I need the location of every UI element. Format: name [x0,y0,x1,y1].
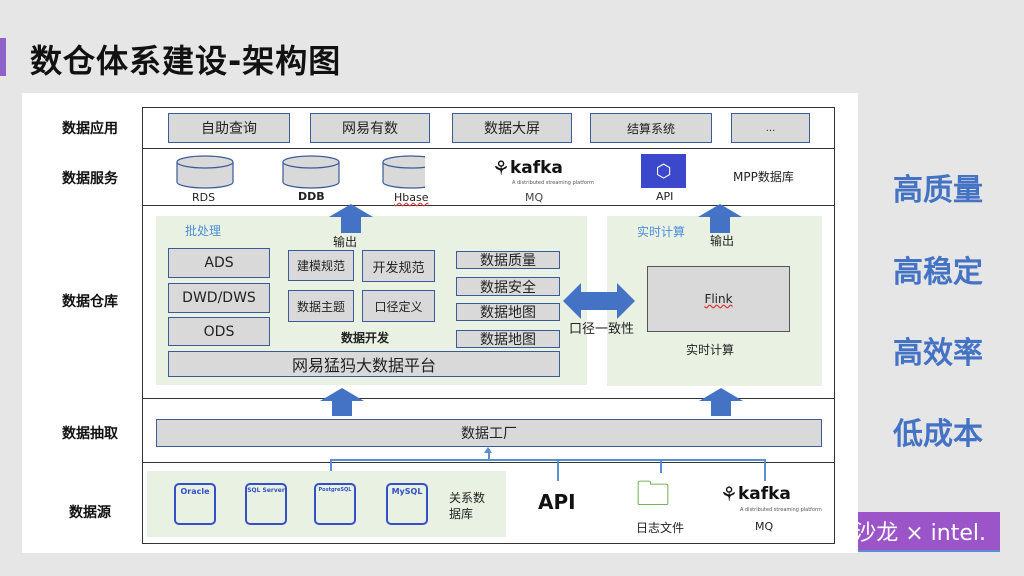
badge-text: 沙龙 × intel. [854,521,986,546]
mysql-db-icon: MySQL [386,483,428,525]
oracle-db-icon: Oracle [174,483,216,525]
dev-data-subject: 数据主题 [288,290,354,322]
kafka-icon: ⚘ [492,156,510,180]
kafka-text: kafka [509,158,563,178]
page-title: 数仓体系建设-架构图 [30,42,342,80]
data-factory: 数据工厂 [156,419,822,447]
rds-label: RDS [192,191,216,204]
kafka-source-subtitle: A distributed streaming platform [740,507,822,513]
goal-high-efficiency: 高效率 [893,336,983,371]
dev-modeling-spec: 建模规范 [288,250,354,281]
postgresql-db-icon: PostgreSQL [314,483,356,525]
kafka-subtitle: A distributed streaming platform [512,180,594,186]
mammoth-platform: 网易猛犸大数据平台 [168,351,560,377]
title-accent-bar [0,38,6,76]
app-youshu: 网易有数 [310,113,430,143]
relational-db-label: 关系数据库 [449,491,486,521]
up-arrow-icon [320,388,364,416]
connector-line [557,459,559,481]
goal-high-quality: 高质量 [893,173,983,208]
connector-line [660,459,662,473]
mpp-label: MPP数据库 [733,170,794,184]
gov-data-quality: 数据质量 [456,251,560,269]
app-settlement: 结算系统 [590,113,712,143]
gov-data-map-2: 数据地图 [456,330,560,348]
hbase-label: Hbase [394,191,429,204]
dev-metric-definition: 口径定义 [362,290,435,322]
hbase-db-icon [382,155,425,189]
layer-ods: ODS [168,317,270,346]
consistency-label: 口径一致性 [569,322,635,337]
connector-line [764,459,766,481]
flink-box: Flink [647,266,790,332]
app-more: ... [731,113,810,143]
source-row [142,462,835,544]
gov-data-map: 数据地图 [456,303,560,321]
sqlserver-db-icon: SQL Server [245,483,287,525]
app-self-query: 自助查询 [168,113,290,143]
api-source: API [538,490,576,514]
kafka-source-logo: ⚘kafka [720,482,791,506]
realtime-output-arrow-icon [698,204,742,233]
gov-data-security: 数据安全 [456,277,560,296]
realtime-caption: 实时计算 [686,343,735,357]
connector-line [488,449,490,459]
ddb-label: DDB [298,190,325,203]
database-cylinders [176,155,425,189]
layer-label-app: 数据应用 [62,121,118,137]
layer-label-service: 数据服务 [62,171,118,187]
up-arrow-icon-realtime [699,388,743,416]
layer-ads: ADS [168,248,270,278]
api-gateway-icon: ⬡ [641,154,686,188]
layer-label-extract: 数据抽取 [62,426,118,442]
relational-db-area [147,471,506,537]
realtime-label: 实时计算 [637,225,686,239]
ddb-db-icon [282,155,340,189]
batch-label: 批处理 [185,224,222,238]
dev-dev-spec: 开发规范 [362,250,435,282]
goal-low-cost: 低成本 [893,417,983,452]
kafka-source-text: kafka [737,484,791,504]
log-file-label: 日志文件 [636,521,685,535]
double-arrow-icon [563,283,635,319]
kafka-logo: ⚘kafka [492,156,563,180]
data-dev-label: 数据开发 [341,331,390,345]
layer-dwd-dws: DWD/DWS [168,283,270,313]
layer-label-source: 数据源 [69,505,111,521]
api-label: API [656,190,674,203]
mq-source-label: MQ [755,520,774,533]
mq-label: MQ [525,191,544,204]
rds-db-icon [176,155,234,189]
connector-line [330,459,765,461]
connector-line [330,459,332,471]
kafka-source-icon: ⚘ [720,482,738,506]
folder-icon: 🗀 [636,474,670,514]
connector-arrowhead-icon [484,447,492,453]
flink-label: Flink [704,292,733,306]
batch-output-label: 输出 [333,235,358,249]
realtime-output-label: 输出 [710,234,735,248]
goal-high-stability: 高稳定 [893,255,983,290]
output-arrow-icon [329,204,373,233]
layer-label-warehouse: 数据仓库 [62,294,118,310]
app-data-screen: 数据大屏 [452,113,572,143]
